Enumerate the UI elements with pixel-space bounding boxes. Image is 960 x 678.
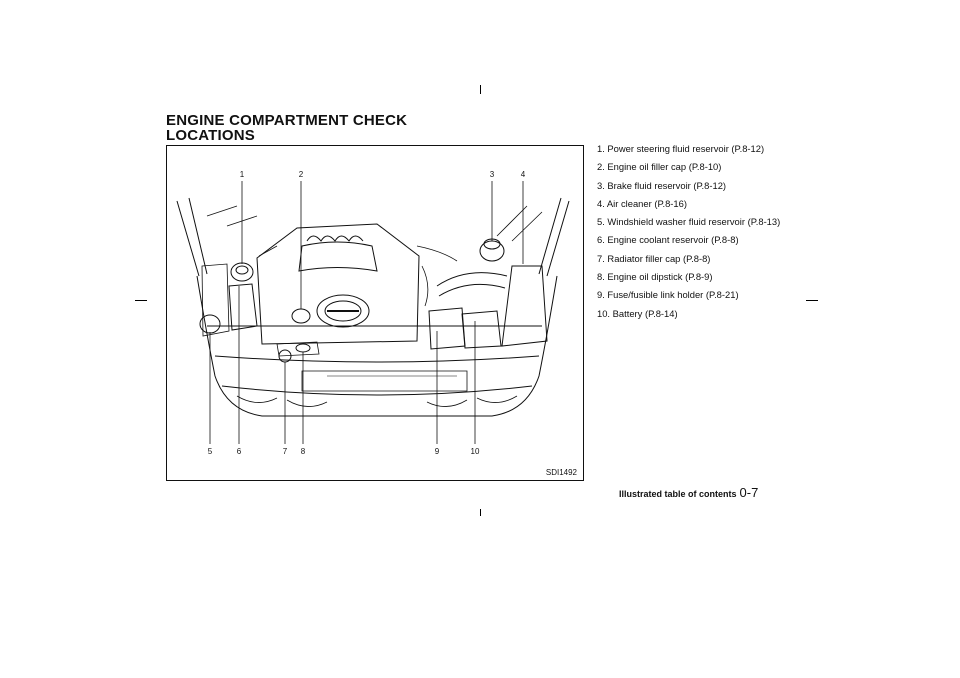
list-item: 3. Brake fluid reservoir (P.8-12) xyxy=(597,179,727,191)
section-title: ENGINE COMPARTMENT CHECK LOCATIONS xyxy=(166,113,407,143)
callout-4: 4 xyxy=(520,170,526,179)
list-item: 8. Engine oil dipstick (P.8-9) xyxy=(597,271,713,283)
callout-7: 7 xyxy=(282,447,288,456)
list-item: 1. Power steering fluid reservoir (P.8-1… xyxy=(597,143,765,154)
list-item: 5. Windshield washer fluid reservoir (P.… xyxy=(597,216,781,228)
list-item: 10. Battery (P.8-14) xyxy=(597,307,678,319)
list-item: 2. Engine oil filler cap (P.8-10) xyxy=(597,161,722,173)
crop-mark-left xyxy=(135,300,147,301)
crop-mark-right xyxy=(806,300,818,301)
callout-3: 3 xyxy=(489,170,495,179)
figure-code: SDI1492 xyxy=(545,468,577,477)
footer-section-label: Illustrated table of contents xyxy=(619,489,737,499)
callout-9: 9 xyxy=(434,447,440,456)
engine-compartment-drawing xyxy=(176,181,570,444)
engine-compartment-figure: 1 2 3 4 5 6 7 8 9 10 SDI1492 xyxy=(166,145,584,481)
callout-5: 5 xyxy=(207,447,213,456)
list-item: 7. Radiator filler cap (P.8-8) xyxy=(597,252,711,264)
crop-mark-top xyxy=(480,85,481,94)
section-title-line-1: ENGINE COMPARTMENT CHECK xyxy=(166,112,408,129)
callout-1: 1 xyxy=(239,170,245,179)
callout-10: 10 xyxy=(470,447,480,456)
crop-mark-bottom xyxy=(480,509,481,516)
callout-8: 8 xyxy=(300,447,306,456)
callout-6: 6 xyxy=(236,447,242,456)
list-item: 6. Engine coolant reservoir (P.8-8) xyxy=(597,234,739,246)
page-number: 0-7 xyxy=(739,485,759,500)
location-list: 1. Power steering fluid reservoir (P.8-1… xyxy=(597,140,780,323)
section-title-line-2: LOCATIONS xyxy=(166,127,256,144)
list-item: 4. Air cleaner (P.8-16) xyxy=(597,197,687,209)
callout-2: 2 xyxy=(298,170,304,179)
list-item: 9. Fuse/fusible link holder (P.8-21) xyxy=(597,289,739,301)
